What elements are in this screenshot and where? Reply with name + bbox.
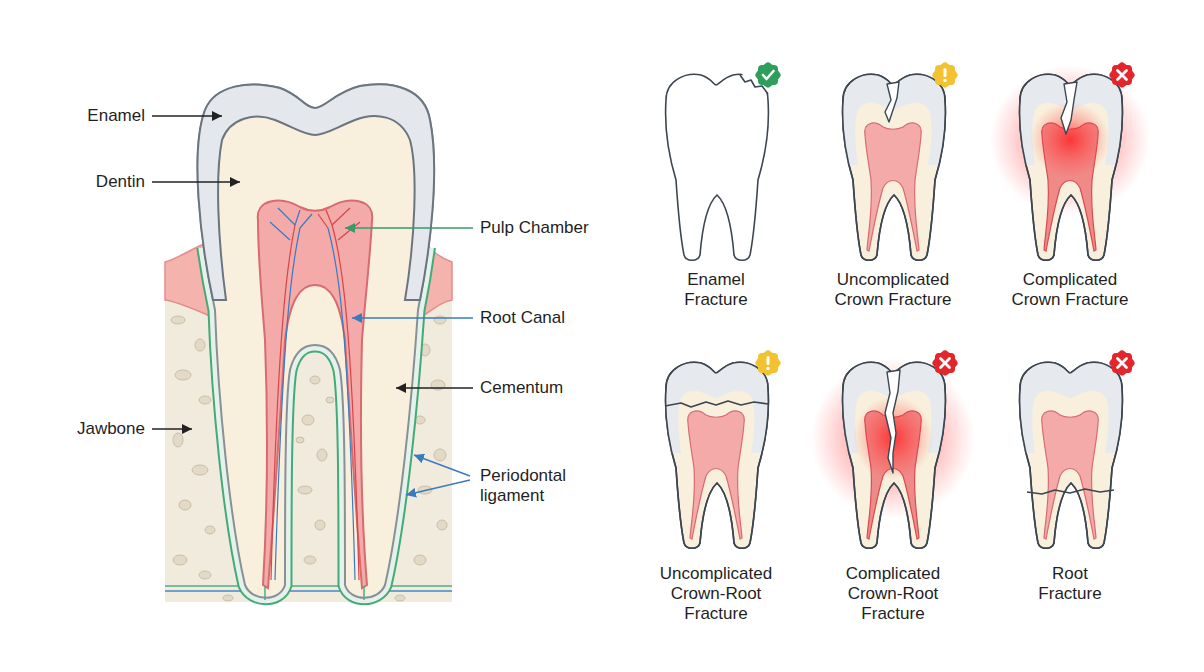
fracture-caption: Complicated Crown-Root Fracture <box>823 564 963 624</box>
part-label: Dentin <box>60 172 145 192</box>
part-label: Pulp Chamber <box>480 218 620 238</box>
fracture-caption: Uncomplicated Crown Fracture <box>823 270 963 310</box>
fracture-caption: Enamel Fracture <box>661 270 771 310</box>
part-label: Periodontal ligament <box>480 466 590 506</box>
part-label: Jawbone <box>40 419 145 439</box>
part-label: Root Canal <box>480 308 620 328</box>
part-label: Enamel <box>60 106 145 126</box>
part-label: Cementum <box>480 378 620 398</box>
fracture-caption: Root Fracture <box>1025 564 1115 604</box>
fracture-caption: Complicated Crown Fracture <box>1000 270 1140 310</box>
fracture-caption: Uncomplicated Crown-Root Fracture <box>646 564 786 624</box>
